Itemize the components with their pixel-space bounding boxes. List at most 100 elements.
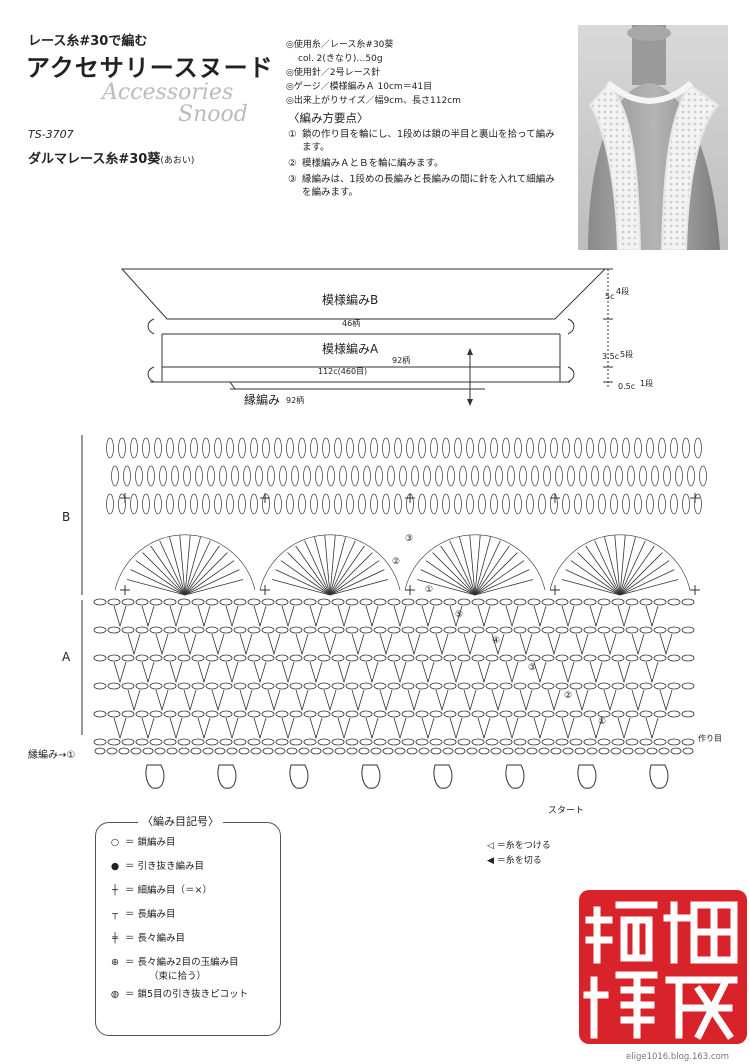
chain-stitch xyxy=(555,598,569,606)
treble-stitch xyxy=(211,633,225,656)
cluster-stitch xyxy=(639,465,647,487)
chain-stitch xyxy=(443,654,457,662)
chain-stitch xyxy=(625,654,639,662)
cluster-stitch xyxy=(219,465,227,487)
material-hook: ◎使用針／2号レース針 xyxy=(286,68,381,78)
fan-stitch xyxy=(561,579,621,596)
chain-stitch xyxy=(625,682,639,690)
cluster-stitch xyxy=(567,465,575,487)
chart-label-b: B xyxy=(62,510,71,524)
treble-stitch xyxy=(617,661,631,684)
chain-stitch xyxy=(485,710,499,718)
cluster-stitch xyxy=(255,465,263,487)
cluster-stitch xyxy=(238,493,246,515)
fan-stitch xyxy=(184,552,228,596)
cluster-stitch xyxy=(322,493,330,515)
chain-stitch xyxy=(289,626,303,634)
material-gauge: ◎ゲージ／模様編みＡ 10cm＝41目 xyxy=(286,82,433,92)
chart-label-a: A xyxy=(62,650,71,664)
treble-stitch xyxy=(477,605,491,628)
chain-stitch xyxy=(373,654,387,662)
fan-stitch xyxy=(329,535,336,596)
cluster-stitch xyxy=(682,493,690,515)
treble-stitch xyxy=(211,689,225,712)
chain-stitch xyxy=(429,626,443,634)
cluster-stitch xyxy=(267,465,275,487)
fan-stitch xyxy=(432,552,476,596)
chain-stitch xyxy=(611,682,625,690)
cluster-stitch xyxy=(262,493,270,515)
cluster-stitch xyxy=(315,465,323,487)
cluster-stitch xyxy=(519,465,527,487)
chain-stitch xyxy=(471,654,485,662)
cluster-stitch xyxy=(675,465,683,487)
chain-stitch xyxy=(331,626,345,634)
yarn-name: ダルマレース糸#30葵(あおい) xyxy=(28,152,195,167)
watermark-url: elige1016.blog.163.com xyxy=(626,1052,730,1062)
chain-stitch xyxy=(429,738,443,746)
chain-stitch xyxy=(121,626,135,634)
cluster-stitch xyxy=(166,437,174,459)
chain-stitch xyxy=(681,654,695,662)
chain-stitch xyxy=(667,626,681,634)
fan-stitch xyxy=(440,545,476,596)
cluster-stitch xyxy=(430,493,438,515)
fan-stitch xyxy=(614,535,621,596)
cluster-stitch xyxy=(118,437,126,459)
cluster-stitch xyxy=(370,437,378,459)
edge-chain xyxy=(502,747,514,755)
treble-stitch xyxy=(169,605,183,628)
chain-stitch xyxy=(653,626,667,634)
cluster-stitch xyxy=(147,465,155,487)
points-heading: 〈編み方要点〉 xyxy=(288,111,369,125)
edge-chain xyxy=(490,747,502,755)
row-b-2: ② xyxy=(392,557,401,567)
chain-stitch xyxy=(499,682,513,690)
cluster-stitch xyxy=(430,437,438,459)
chain-stitch xyxy=(681,710,695,718)
fan-stitch xyxy=(329,536,346,596)
chain-stitch xyxy=(163,738,177,746)
cluster-stitch xyxy=(171,465,179,487)
treble-stitch xyxy=(491,689,505,712)
fan-stitch xyxy=(619,536,636,596)
chain-stitch xyxy=(275,682,289,690)
chain-stitch xyxy=(373,598,387,606)
chain-stitch xyxy=(303,626,317,634)
cluster-stitch xyxy=(183,465,191,487)
chain-stitch xyxy=(611,738,625,746)
english-title-line1: Accessories xyxy=(102,80,234,105)
chain-stitch xyxy=(135,626,149,634)
edge-chain xyxy=(202,747,214,755)
chain-stitch xyxy=(359,626,373,634)
treble-stitch xyxy=(155,633,169,656)
chain-stitch xyxy=(219,654,233,662)
edge-chain xyxy=(610,747,622,755)
cluster-stitch xyxy=(478,493,486,515)
chain-stitch xyxy=(275,710,289,718)
fan-arc xyxy=(404,534,546,591)
picot-stitch xyxy=(217,764,237,789)
edge-chain xyxy=(358,747,370,755)
legend-symbol-icon: ⊕ xyxy=(111,957,119,968)
legend-symbol-icon: ┬ xyxy=(112,909,118,920)
row-a-3: ③ xyxy=(528,663,537,673)
edge-chain xyxy=(658,747,670,755)
chain-stitch xyxy=(303,710,317,718)
treble-stitch xyxy=(309,605,323,628)
chain-stitch xyxy=(317,710,331,718)
treble-stitch xyxy=(309,661,323,684)
picot-stitch xyxy=(433,764,453,789)
chain-stitch xyxy=(443,710,457,718)
treble-stitch xyxy=(267,633,281,656)
treble-stitch xyxy=(365,605,379,628)
chain-stitch xyxy=(205,626,219,634)
chain-stitch xyxy=(121,710,135,718)
cluster-stitch xyxy=(514,437,522,459)
edge-chain xyxy=(454,747,466,755)
chain-stitch xyxy=(457,654,471,662)
chain-stitch xyxy=(639,710,653,718)
edge-chain xyxy=(598,747,610,755)
treble-stitch xyxy=(589,605,603,628)
cluster-stitch xyxy=(291,465,299,487)
